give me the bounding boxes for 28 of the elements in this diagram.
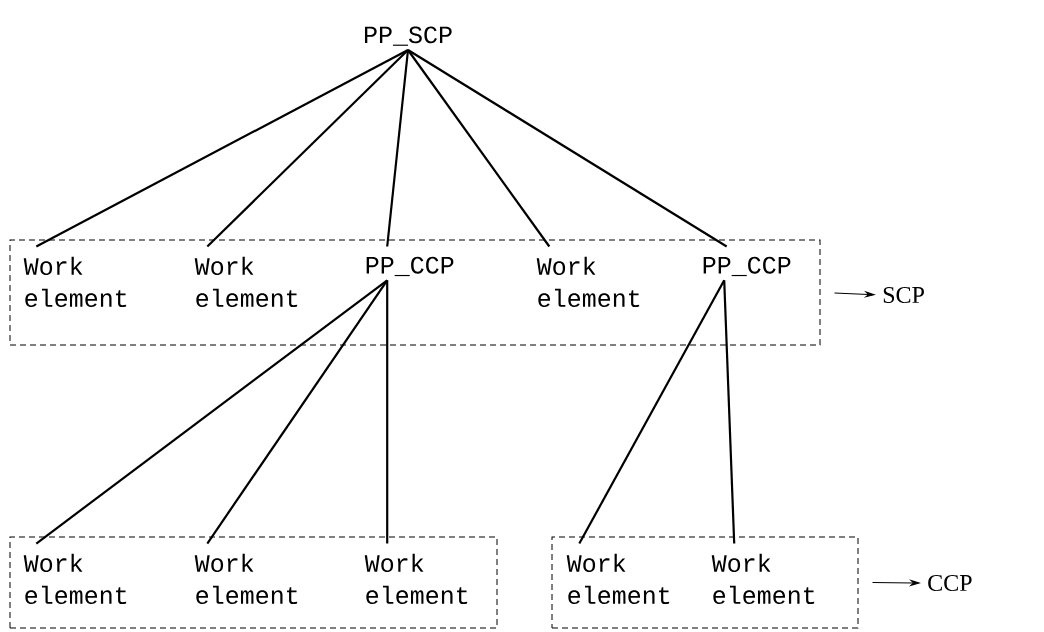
dashed-group-box: [551, 536, 859, 629]
node-label: Work element: [364, 553, 468, 605]
connector-line: [35, 279, 388, 545]
node-label: PP_CCP: [366, 256, 454, 277]
node-label: PP_CCP: [703, 256, 791, 277]
connector-line: [35, 49, 409, 248]
level-label: SCP: [883, 286, 924, 304]
connector-line: [386, 280, 389, 544]
connector-line: [407, 49, 728, 248]
connector-line: [386, 49, 410, 247]
node-label: Work element: [23, 256, 127, 308]
connector-line: [578, 279, 726, 545]
arrow: [834, 291, 875, 298]
dashed-group-box: [9, 536, 498, 629]
node-label: Work element: [194, 553, 298, 605]
root-label: PP_SCP: [364, 26, 452, 46]
dashed-group-box: [9, 239, 821, 346]
level-label: CCP: [928, 574, 972, 592]
node-label: Work element: [711, 553, 815, 605]
node-label: Work element: [194, 256, 298, 308]
connector-line: [407, 49, 551, 248]
connector-line: [723, 280, 736, 544]
node-label: Work element: [23, 553, 127, 605]
connector-line: [206, 279, 389, 545]
arrow: [872, 579, 920, 586]
node-label: Work element: [566, 553, 670, 605]
node-label: Work element: [536, 256, 640, 308]
connector-line: [206, 49, 409, 248]
